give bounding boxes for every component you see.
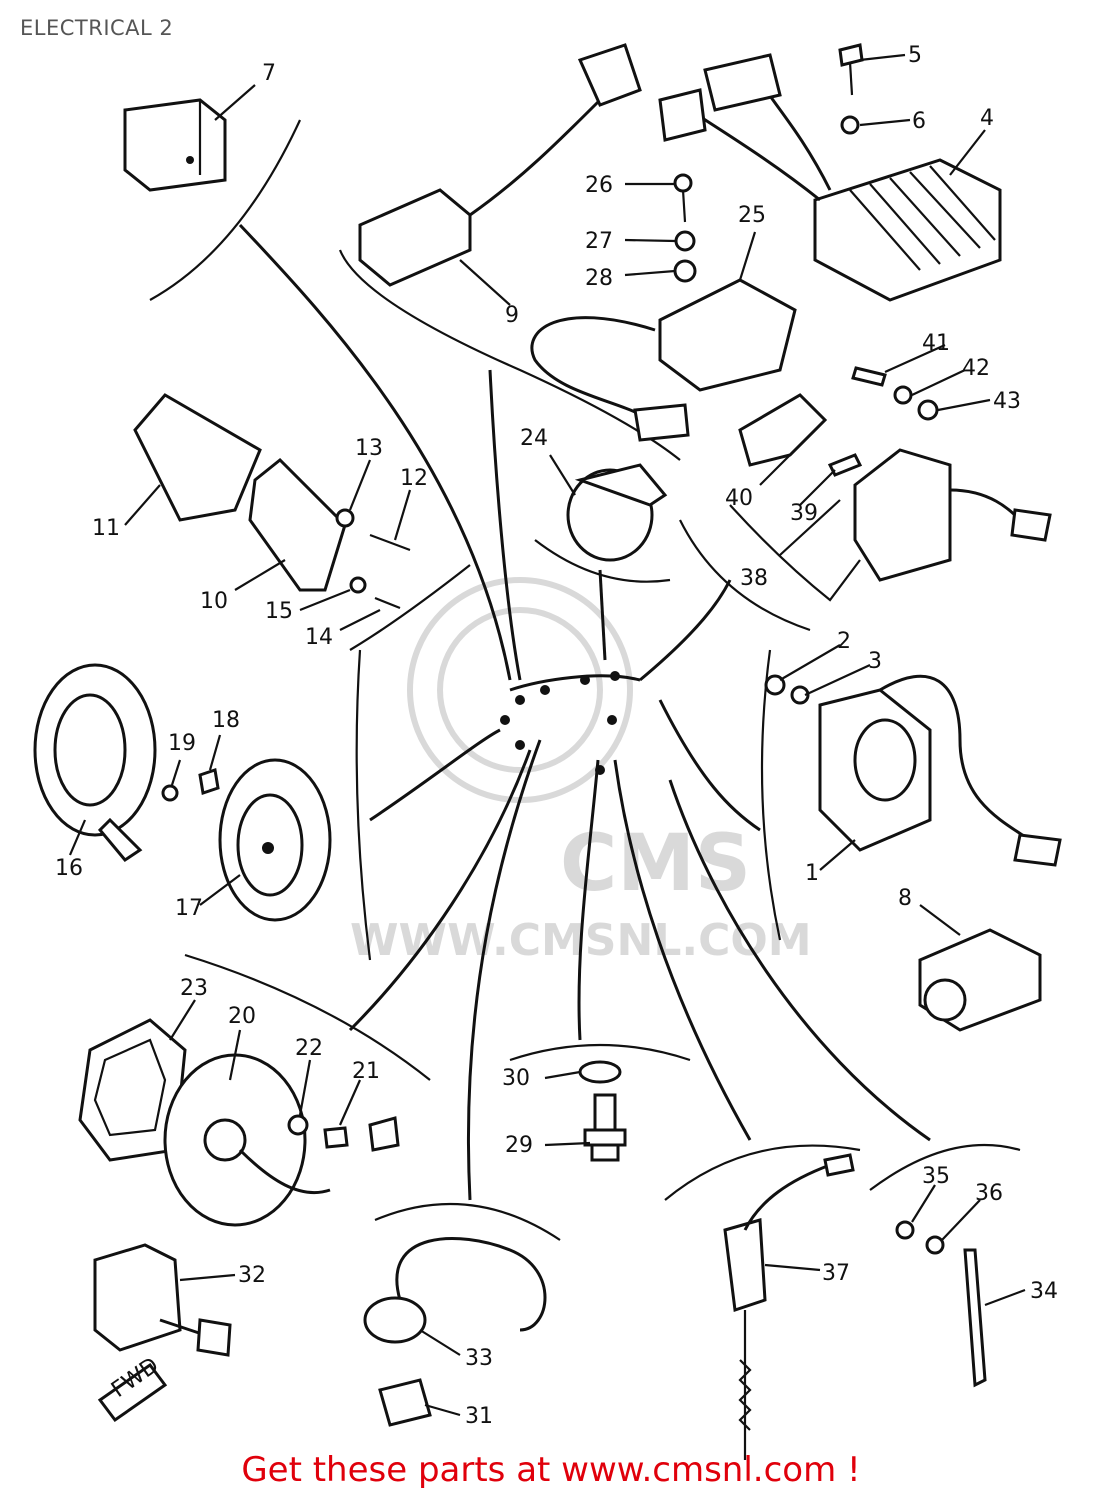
callout-5: 5 (908, 43, 922, 68)
part-19-washer (161, 784, 179, 802)
part-42-washer (893, 385, 913, 405)
part-4-rectifier-regulator (658, 53, 1002, 302)
part-30-washer (578, 1060, 622, 1084)
callout-3: 3 (868, 649, 882, 674)
wire-harness (238, 223, 931, 1201)
part-26-bolt (673, 173, 693, 223)
callout-23: 23 (180, 976, 208, 1001)
part-14-screw (374, 596, 401, 610)
callout-38: 38 (740, 566, 768, 591)
part-41-bolt (851, 366, 887, 387)
part-38-fuse-box (853, 448, 1052, 582)
part-37-switch (723, 1153, 855, 1460)
part-10-lens (248, 457, 347, 592)
part-29-switch (583, 1093, 627, 1162)
callout-22: 22 (295, 1036, 323, 1061)
callout-36: 36 (975, 1181, 1003, 1206)
callout-27: 27 (585, 229, 613, 254)
callout-7: 7 (262, 61, 276, 86)
cms-watermark: CMS WWW.CMSNL.COM (350, 577, 812, 966)
part-12-screw (369, 533, 411, 552)
callout-39: 39 (790, 501, 818, 526)
part-34-spring (963, 1248, 987, 1388)
callout-19: 19 (168, 731, 196, 756)
callout-24: 24 (520, 426, 548, 451)
callout-2: 2 (837, 629, 851, 654)
callout-31: 31 (465, 1404, 493, 1429)
part-43-nut (917, 399, 939, 421)
callout-26: 26 (585, 173, 613, 198)
part-35-nut (895, 1220, 915, 1240)
callout-34: 34 (1030, 1279, 1058, 1304)
callout-15: 15 (265, 599, 293, 624)
callout-41: 41 (922, 331, 950, 356)
part-28-washer (673, 259, 697, 283)
callout-leaders (68, 53, 1026, 1417)
part-13-nut (335, 508, 355, 528)
part-9-connector (358, 43, 642, 287)
callout-10: 10 (200, 589, 228, 614)
part-11-lamp-body (133, 393, 262, 522)
part-7-relay (123, 98, 227, 192)
part-33-sensor (363, 1237, 547, 1344)
callout-8: 8 (898, 886, 912, 911)
part-23-gasket (78, 1018, 187, 1162)
callout-13: 13 (355, 436, 383, 461)
callout-35: 35 (922, 1164, 950, 1189)
part-15-washer (349, 576, 367, 594)
callout-21: 21 (352, 1059, 380, 1084)
part-27-washer (674, 230, 696, 252)
callout-1: 1 (805, 861, 819, 886)
part-36-washer (925, 1235, 945, 1255)
callout-33: 33 (465, 1346, 493, 1371)
callout-17: 17 (175, 896, 203, 921)
callout-25: 25 (738, 203, 766, 228)
part-18-nut (198, 768, 220, 795)
part-16-horn (33, 663, 157, 862)
callout-20: 20 (228, 1004, 256, 1029)
callout-37: 37 (822, 1261, 850, 1286)
part-3-washer (790, 685, 810, 705)
part-22-washer (287, 1114, 309, 1136)
part-6-nut (840, 115, 860, 135)
part-1-relay (818, 674, 1062, 867)
callout-16: 16 (55, 856, 83, 881)
callout-29: 29 (505, 1133, 533, 1158)
part-25-unit (530, 278, 797, 442)
callout-4: 4 (980, 106, 994, 131)
callout-11: 11 (92, 516, 120, 541)
callout-40: 40 (725, 486, 753, 511)
part-21-bolt (323, 1126, 349, 1149)
callout-14: 14 (305, 625, 333, 650)
part-5-bolt (838, 43, 864, 96)
callout-30: 30 (502, 1066, 530, 1091)
page-title: ELECTRICAL 2 (20, 16, 174, 40)
callout-28: 28 (585, 266, 613, 291)
callout-32: 32 (238, 1263, 266, 1288)
cta-link[interactable]: Get these parts at www.cmsnl.com ! (241, 1450, 861, 1490)
callout-18: 18 (212, 708, 240, 733)
part-21-connector (368, 1116, 400, 1152)
part-20-sensor-plate (163, 1053, 331, 1227)
callout-12: 12 (400, 466, 428, 491)
callout-6: 6 (912, 109, 926, 134)
callout-43: 43 (993, 389, 1021, 414)
part-8-flasher (918, 928, 1042, 1032)
part-31-switch (378, 1378, 432, 1427)
part-24-switch (566, 463, 668, 562)
part-17-horn (218, 758, 332, 922)
callout-42: 42 (962, 356, 990, 381)
part-2-bolt (764, 674, 786, 696)
part-32-unit (93, 1243, 232, 1423)
callout-numbers: 7 5 6 4 26 27 28 25 9 41 42 43 13 12 11 … (55, 43, 1058, 1429)
callout-9: 9 (505, 303, 519, 328)
part-40-cover (738, 393, 828, 467)
